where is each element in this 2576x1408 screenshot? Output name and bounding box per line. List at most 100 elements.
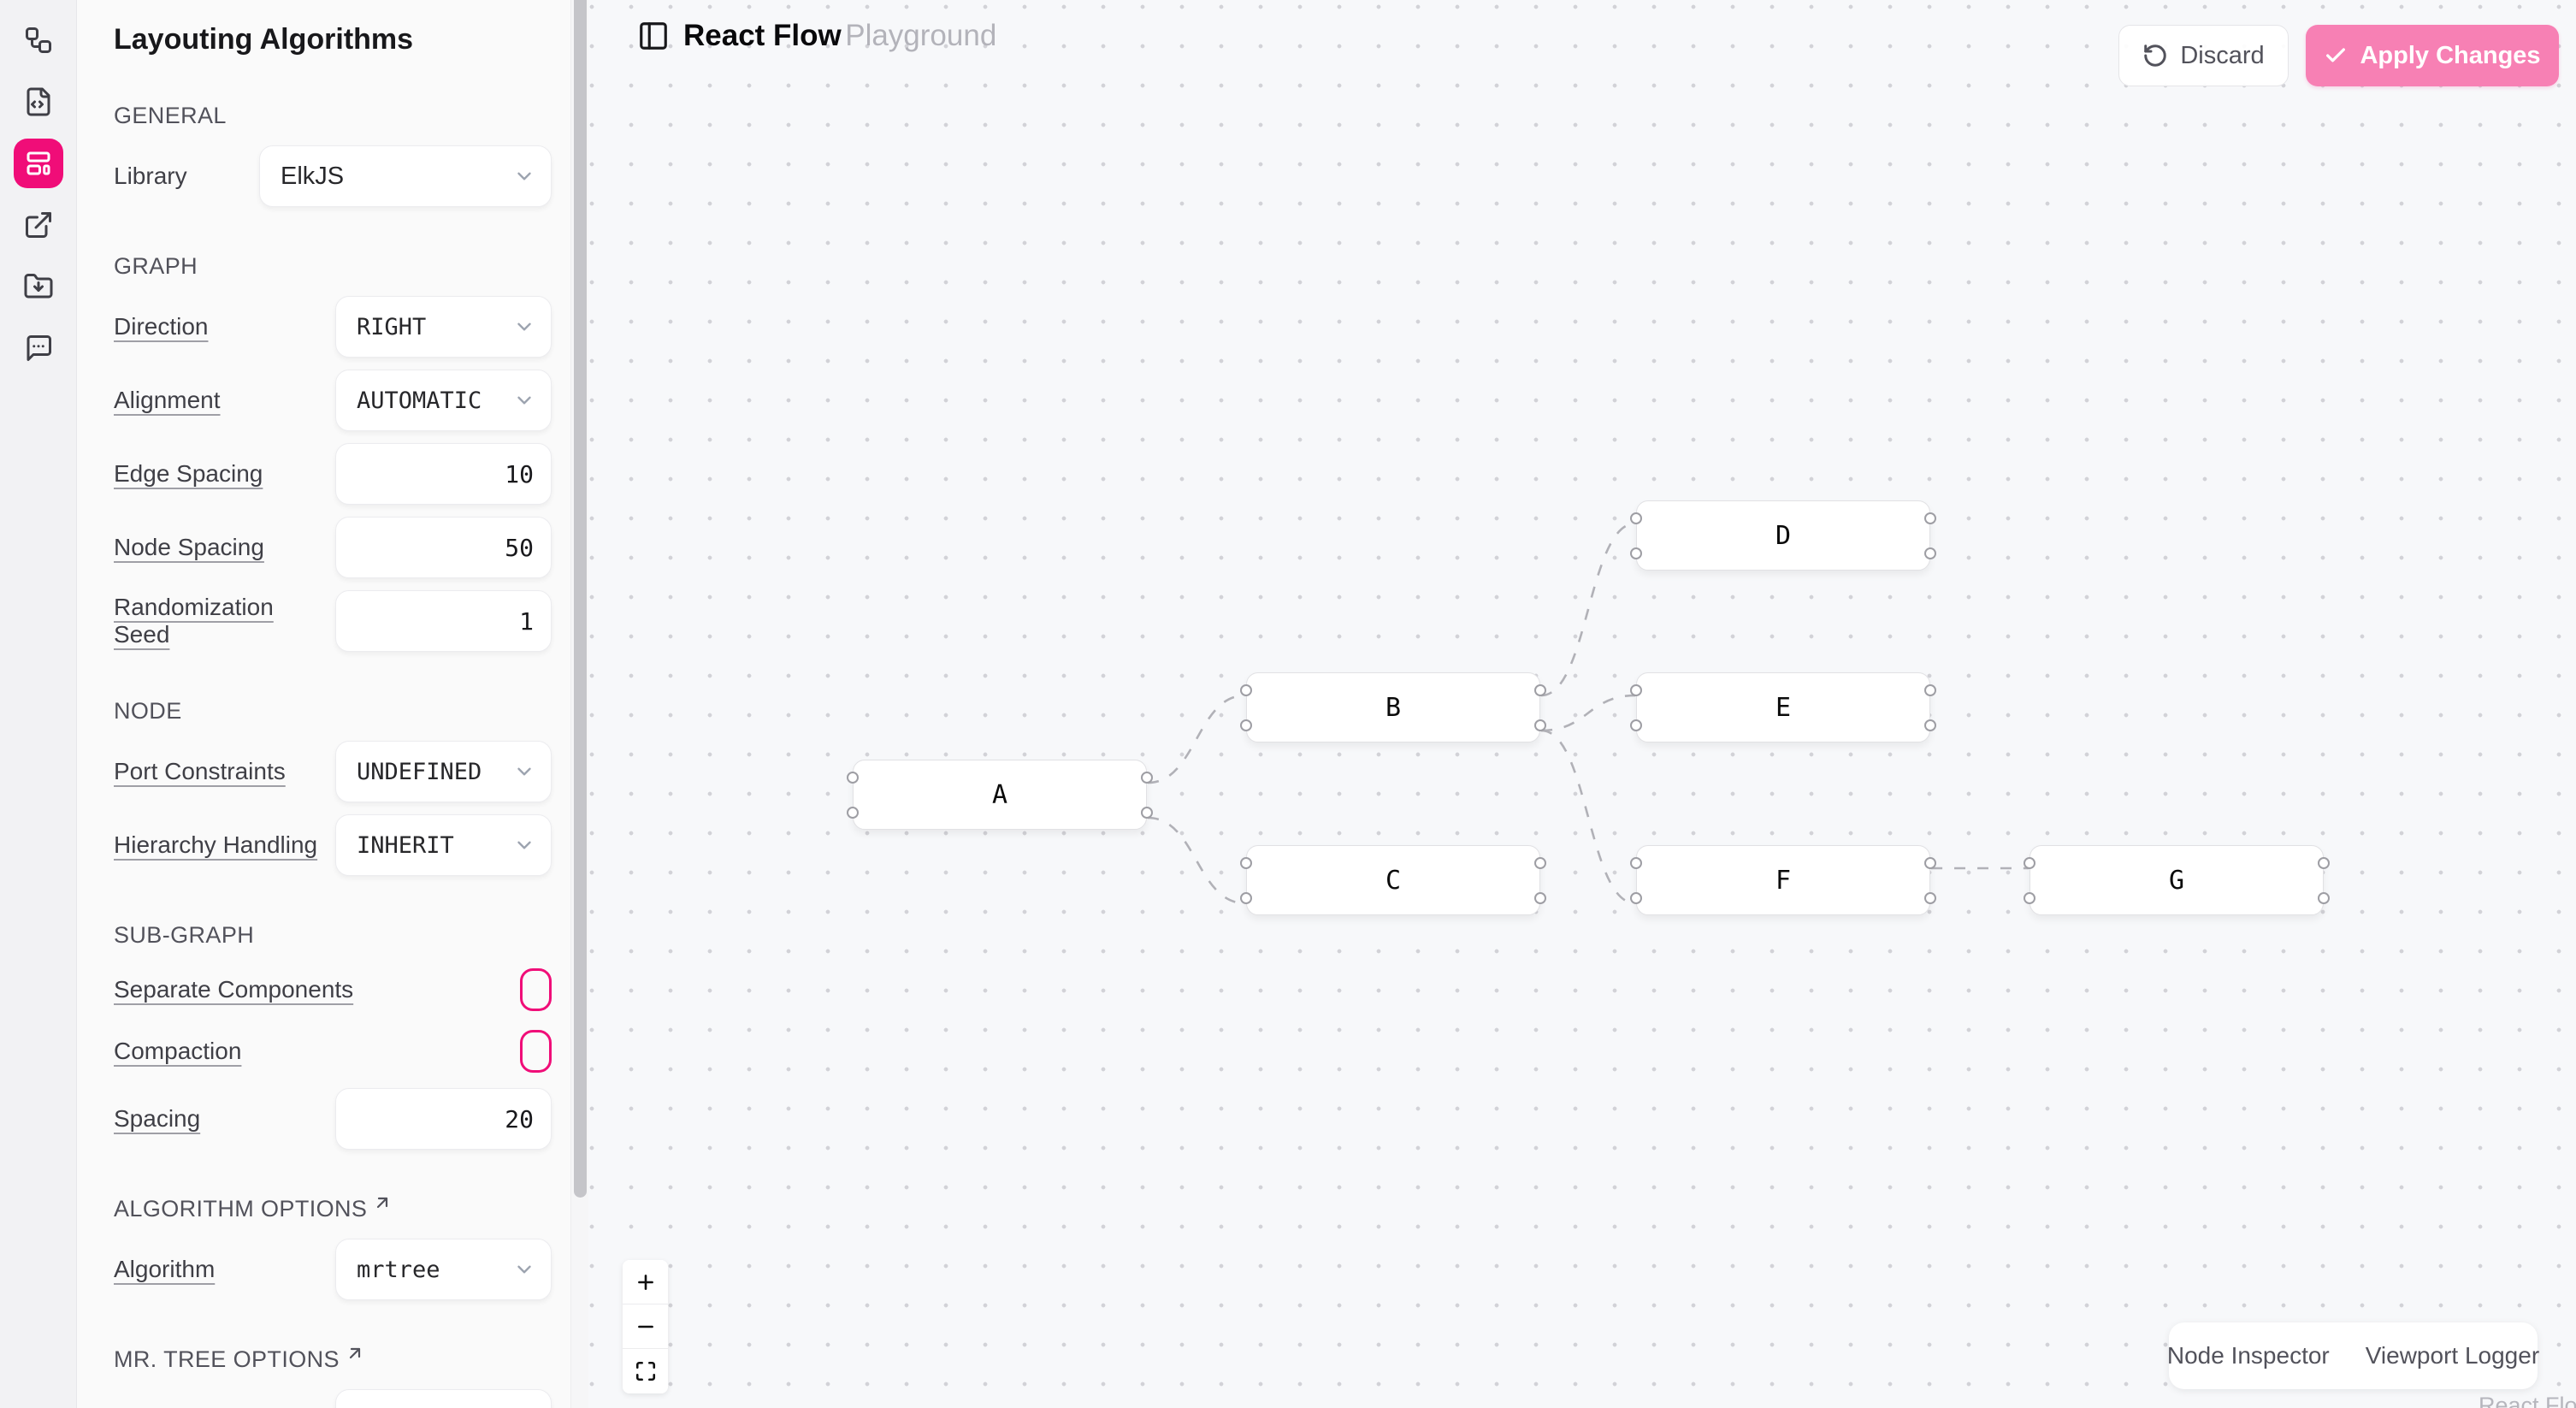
spacing-input[interactable]: 20 (335, 1088, 552, 1150)
edge-spacing-input[interactable]: 10 (335, 443, 552, 505)
panel-scrollbar[interactable] (570, 0, 588, 1408)
chevron-down-icon (517, 172, 531, 180)
rail-button-layout[interactable] (13, 139, 63, 188)
randomization-seed-input[interactable]: 1 (335, 590, 552, 652)
handle-right-bottom[interactable] (1924, 719, 1936, 731)
minus-button[interactable] (623, 1304, 668, 1349)
handle-left-bottom[interactable] (1630, 719, 1642, 731)
arrow-up-right-icon (377, 1197, 388, 1209)
hierarchy-handling-select[interactable]: INHERIT (335, 814, 552, 876)
plus-button[interactable] (623, 1260, 668, 1304)
minus-icon (637, 1325, 653, 1328)
handle-left-bottom[interactable] (1240, 892, 1252, 904)
node-label: D (1775, 520, 1792, 551)
fit-view-button[interactable] (623, 1349, 668, 1393)
handle-left-top[interactable] (1630, 684, 1642, 696)
handle-right-bottom[interactable] (1534, 719, 1546, 731)
field-label: Compaction (114, 1038, 242, 1064)
icon-rail (0, 0, 77, 1408)
panel-toggle-icon[interactable] (637, 20, 670, 52)
field-label: Separate Components (114, 976, 354, 1003)
field-row: Port Constraints UNDEFINED (114, 741, 552, 802)
rail-button-workflow[interactable] (14, 15, 63, 65)
handle-left-top[interactable] (2024, 857, 2035, 869)
flow-node-E[interactable]: E (1630, 672, 1936, 742)
flow-canvas[interactable] (588, 0, 2576, 1408)
handle-right-top[interactable] (1141, 772, 1153, 784)
rail-button-folder-down[interactable] (14, 262, 63, 311)
node-label: F (1775, 865, 1792, 896)
handle-left-top[interactable] (1240, 684, 1252, 696)
algorithm-select[interactable]: mrtree (335, 1239, 552, 1300)
handle-right-top[interactable] (1924, 512, 1936, 524)
field-select-partial[interactable] (335, 1389, 552, 1408)
handle-right-top[interactable] (1924, 857, 1936, 869)
check-icon (2326, 48, 2346, 62)
node-spacing-input[interactable]: 50 (335, 517, 552, 578)
flow-node-D[interactable]: D (1630, 500, 1936, 571)
handle-left-bottom[interactable] (1240, 719, 1252, 731)
field-row: Separate Components (114, 965, 552, 1015)
handle-right-bottom[interactable] (1924, 892, 1936, 904)
rail-button-message-dots[interactable] (14, 323, 63, 373)
field-row: Direction RIGHT (114, 296, 552, 358)
chevron-down-icon (517, 1265, 531, 1274)
file-code-icon (27, 87, 50, 116)
apply-changes-label: Apply Changes (2360, 41, 2541, 69)
handle-right-top[interactable] (1534, 684, 1546, 696)
workflow-icon (25, 27, 51, 53)
flow-node-A[interactable]: A (847, 760, 1153, 830)
flow-node-C[interactable]: C (1240, 845, 1546, 915)
handle-left-top[interactable] (1240, 857, 1252, 869)
compaction-checkbox[interactable] (520, 1030, 552, 1073)
handle-left-bottom[interactable] (1630, 547, 1642, 559)
rail-button-file-code[interactable] (14, 77, 63, 127)
section-heading: GRAPH (114, 253, 198, 279)
separate-components-checkbox[interactable] (520, 968, 552, 1011)
flow-node-B[interactable]: B (1240, 672, 1546, 742)
handle-left-bottom[interactable] (847, 807, 859, 819)
alignment-select[interactable]: AUTOMATIC (335, 370, 552, 431)
handle-left-top[interactable] (1630, 512, 1642, 524)
section-heading[interactable]: MR. TREE OPTIONS (114, 1345, 552, 1374)
handle-right-bottom[interactable] (1924, 547, 1936, 559)
handle-right-top[interactable] (1924, 684, 1936, 696)
brand-bar: React Flow Playground (637, 19, 996, 53)
arrow-up-right-icon (349, 1347, 361, 1359)
chevron-down-icon (517, 322, 531, 331)
zoom-controls (623, 1260, 668, 1393)
chevron-down-icon (517, 841, 531, 849)
handle-left-top[interactable] (847, 772, 859, 784)
handle-right-bottom[interactable] (1534, 892, 1546, 904)
field-row: Spacing 20 (114, 1088, 552, 1150)
field-label: Spacing (114, 1105, 201, 1132)
field-row: Node Spacing 50 (114, 517, 552, 578)
chevron-down-icon (517, 767, 531, 776)
rail-button-external-link[interactable] (14, 200, 63, 250)
port-constraints-select[interactable]: UNDEFINED (335, 741, 552, 802)
viewport-logger-button[interactable]: Viewport Logger (2365, 1342, 2540, 1369)
flow-node-G[interactable]: G (2024, 845, 2330, 915)
library-select[interactable]: ElkJS (259, 145, 552, 207)
message-dots-icon (27, 335, 51, 361)
direction-select[interactable]: RIGHT (335, 296, 552, 358)
handle-left-top[interactable] (1630, 857, 1642, 869)
handle-left-bottom[interactable] (2024, 892, 2035, 904)
node-inspector-button[interactable]: Node Inspector (2166, 1342, 2330, 1369)
flow-node-F[interactable]: F (1630, 845, 1936, 915)
handle-right-top[interactable] (2318, 857, 2330, 869)
handle-left-bottom[interactable] (1630, 892, 1642, 904)
handle-right-bottom[interactable] (1141, 807, 1153, 819)
dev-tools-panel: Node Inspector Viewport Logger (2166, 1322, 2540, 1389)
section-heading[interactable]: ALGORITHM OPTIONS (114, 1194, 552, 1223)
panel-scrollbar-thumb[interactable] (574, 0, 587, 1198)
node-label: C (1385, 865, 1402, 896)
handle-right-top[interactable] (1534, 857, 1546, 869)
handle-right-bottom[interactable] (2318, 892, 2330, 904)
apply-changes-button[interactable]: Apply Changes (2306, 25, 2559, 86)
field-row: Alignment AUTOMATIC (114, 370, 552, 431)
field-row: Library ElkJS (114, 145, 552, 207)
discard-button[interactable]: Discard (2118, 25, 2289, 86)
